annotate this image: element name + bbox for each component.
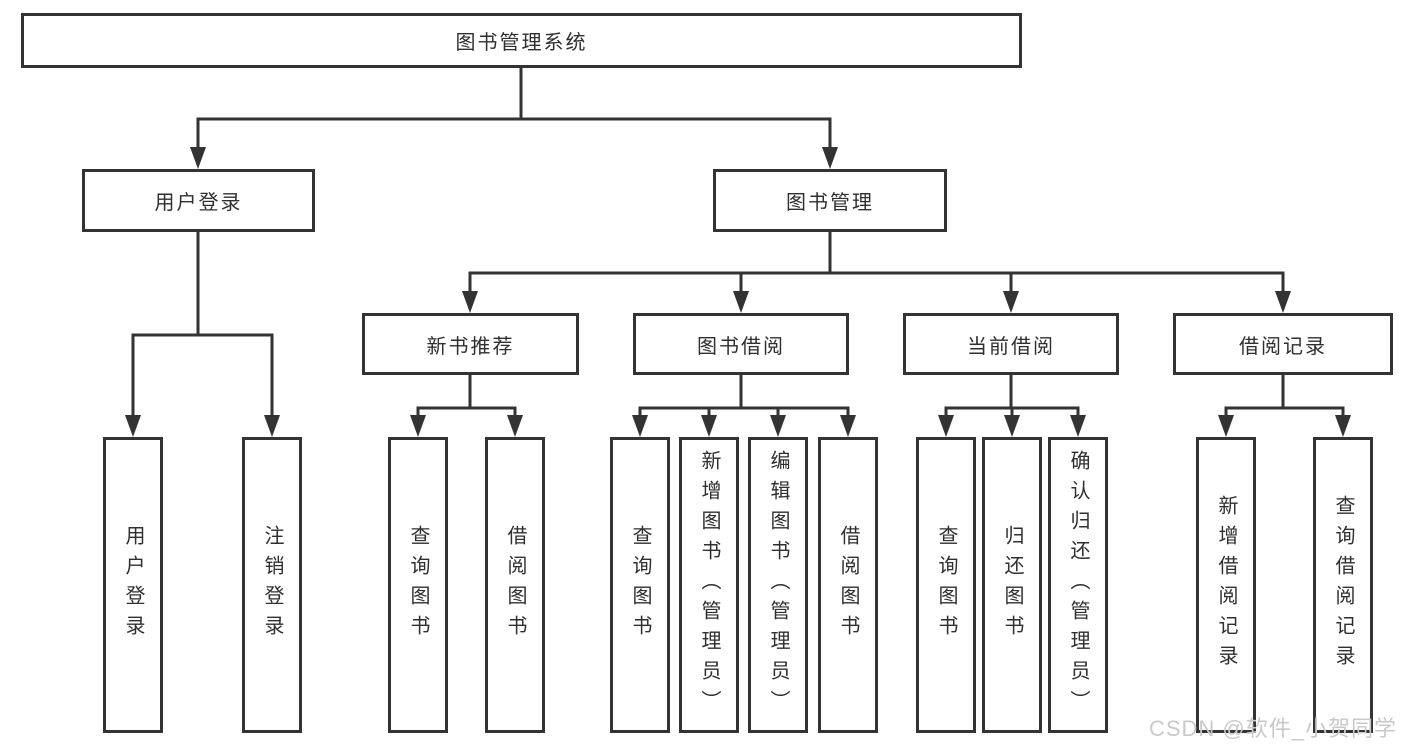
watermark-text: CSDN @软件_小贺同学 <box>1148 716 1397 741</box>
node-add-borrow-record: 新增借阅记录 <box>1196 437 1256 733</box>
node-logout: 注销登录 <box>242 437 302 733</box>
node-borrow-book-recommend: 借阅图书 <box>485 437 545 733</box>
node-borrowing-records: 借阅记录 <box>1173 313 1393 375</box>
node-book-management: 图书管理 <box>713 169 947 232</box>
node-book-borrowing: 图书借阅 <box>633 313 849 375</box>
node-edit-book-admin: 编辑图书（管理员） <box>748 437 808 733</box>
node-confirm-return-admin: 确认归还（管理员） <box>1048 437 1108 733</box>
node-query-borrow-record: 查询借阅记录 <box>1313 437 1373 733</box>
node-current-borrowing: 当前借阅 <box>903 313 1119 375</box>
node-user-login-group: 用户登录 <box>82 169 315 232</box>
node-add-book-admin: 新增图书（管理员） <box>679 437 739 733</box>
node-query-books-borrow: 查询图书 <box>610 437 670 733</box>
node-return-book: 归还图书 <box>982 437 1042 733</box>
node-query-books-current: 查询图书 <box>916 437 976 733</box>
node-new-book-recommend: 新书推荐 <box>362 313 579 375</box>
node-borrow-book: 借阅图书 <box>818 437 878 733</box>
node-root: 图书管理系统 <box>21 13 1022 68</box>
node-query-books-recommend: 查询图书 <box>388 437 448 733</box>
node-user-login: 用户登录 <box>103 437 163 733</box>
